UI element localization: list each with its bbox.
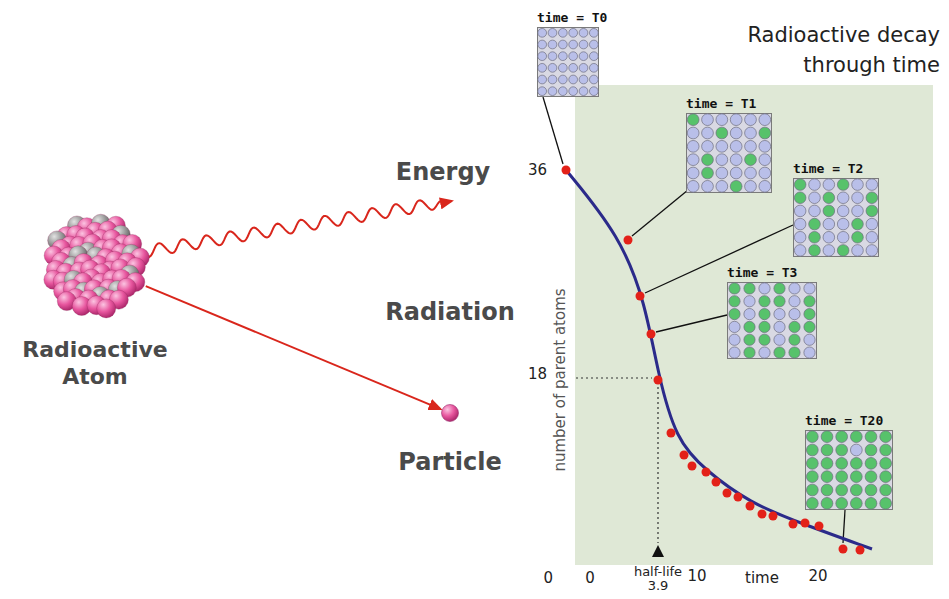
axis-tick: 36: [528, 161, 547, 179]
chart-title: Radioactive decay through time: [730, 20, 940, 80]
atom-grid-inset: time = T2: [793, 178, 879, 257]
data-point: [680, 451, 689, 460]
data-point: [636, 292, 645, 301]
data-point: [801, 519, 810, 528]
node-label: time = T20: [805, 413, 883, 428]
ball-drawing: [441, 404, 459, 422]
data-point: [746, 502, 755, 511]
data-point: [734, 493, 743, 502]
data-point: [688, 462, 697, 471]
half-life-value: 3.9: [648, 578, 669, 593]
grid-drawing: [727, 282, 817, 359]
caption: Radioactive Atom: [10, 336, 180, 390]
radioactive-atom: Radioactive Atom: [40, 210, 150, 320]
data-point: [702, 468, 711, 477]
node-label: time = T0: [537, 10, 607, 25]
node-label: time = T1: [686, 96, 756, 111]
caption: Particle: [380, 448, 520, 476]
axis-tick: 10: [687, 567, 706, 585]
plot-area: [575, 85, 933, 565]
grid-drawing: [793, 178, 879, 257]
node-label: Radioactive Atom: [10, 336, 180, 390]
axis-title: time: [745, 569, 779, 587]
axis-tick: 20: [808, 567, 827, 585]
radiation-label: Energy: [396, 158, 490, 186]
leader-line: [656, 315, 727, 332]
data-point: [758, 510, 767, 519]
guide-line: [657, 387, 658, 543]
data-point: [789, 520, 798, 529]
guide-line: [576, 377, 652, 378]
data-point: [712, 478, 721, 487]
energy-wave: [142, 200, 452, 257]
caption: time = T1: [686, 96, 756, 111]
axis-tick: 0: [585, 569, 595, 587]
axis-title: number of parent atoms: [551, 288, 569, 471]
atom-grid-inset: time = T0: [537, 27, 599, 97]
data-point: [856, 546, 865, 555]
leader-line: [543, 97, 563, 164]
half-life-marker: [652, 545, 664, 557]
atom-grid-inset: time = T1: [686, 113, 772, 193]
axis-tick: 18: [528, 365, 547, 383]
caption: time = T3: [727, 265, 797, 280]
grid-drawing: [537, 27, 599, 97]
data-point: [654, 376, 663, 385]
data-point: [839, 545, 848, 554]
data-point: [562, 166, 571, 175]
node-label: time = T3: [727, 265, 797, 280]
data-point: [815, 522, 824, 531]
grid-drawing: [686, 113, 772, 193]
data-point: [667, 429, 676, 438]
radiation-label: Radiation: [385, 298, 515, 326]
atom-grid-inset: time = T3: [727, 282, 817, 359]
data-point: [624, 236, 633, 245]
node-label: time = T2: [793, 161, 863, 176]
data-point: [647, 330, 656, 339]
axis-tick: 0: [543, 569, 553, 587]
grid-drawing: [805, 430, 893, 510]
half-life-label: half-life: [634, 564, 682, 579]
data-point: [769, 512, 778, 521]
atom-grid-inset: time = T20: [805, 430, 893, 510]
node-label: Particle: [380, 448, 520, 476]
leader-line: [632, 190, 688, 236]
atom-drawing: [40, 210, 150, 320]
particle: Particle: [441, 404, 459, 422]
decay-curve: [566, 170, 872, 549]
caption: time = T0: [537, 10, 607, 25]
caption: time = T20: [805, 413, 883, 428]
caption: time = T2: [793, 161, 863, 176]
data-point: [723, 489, 732, 498]
